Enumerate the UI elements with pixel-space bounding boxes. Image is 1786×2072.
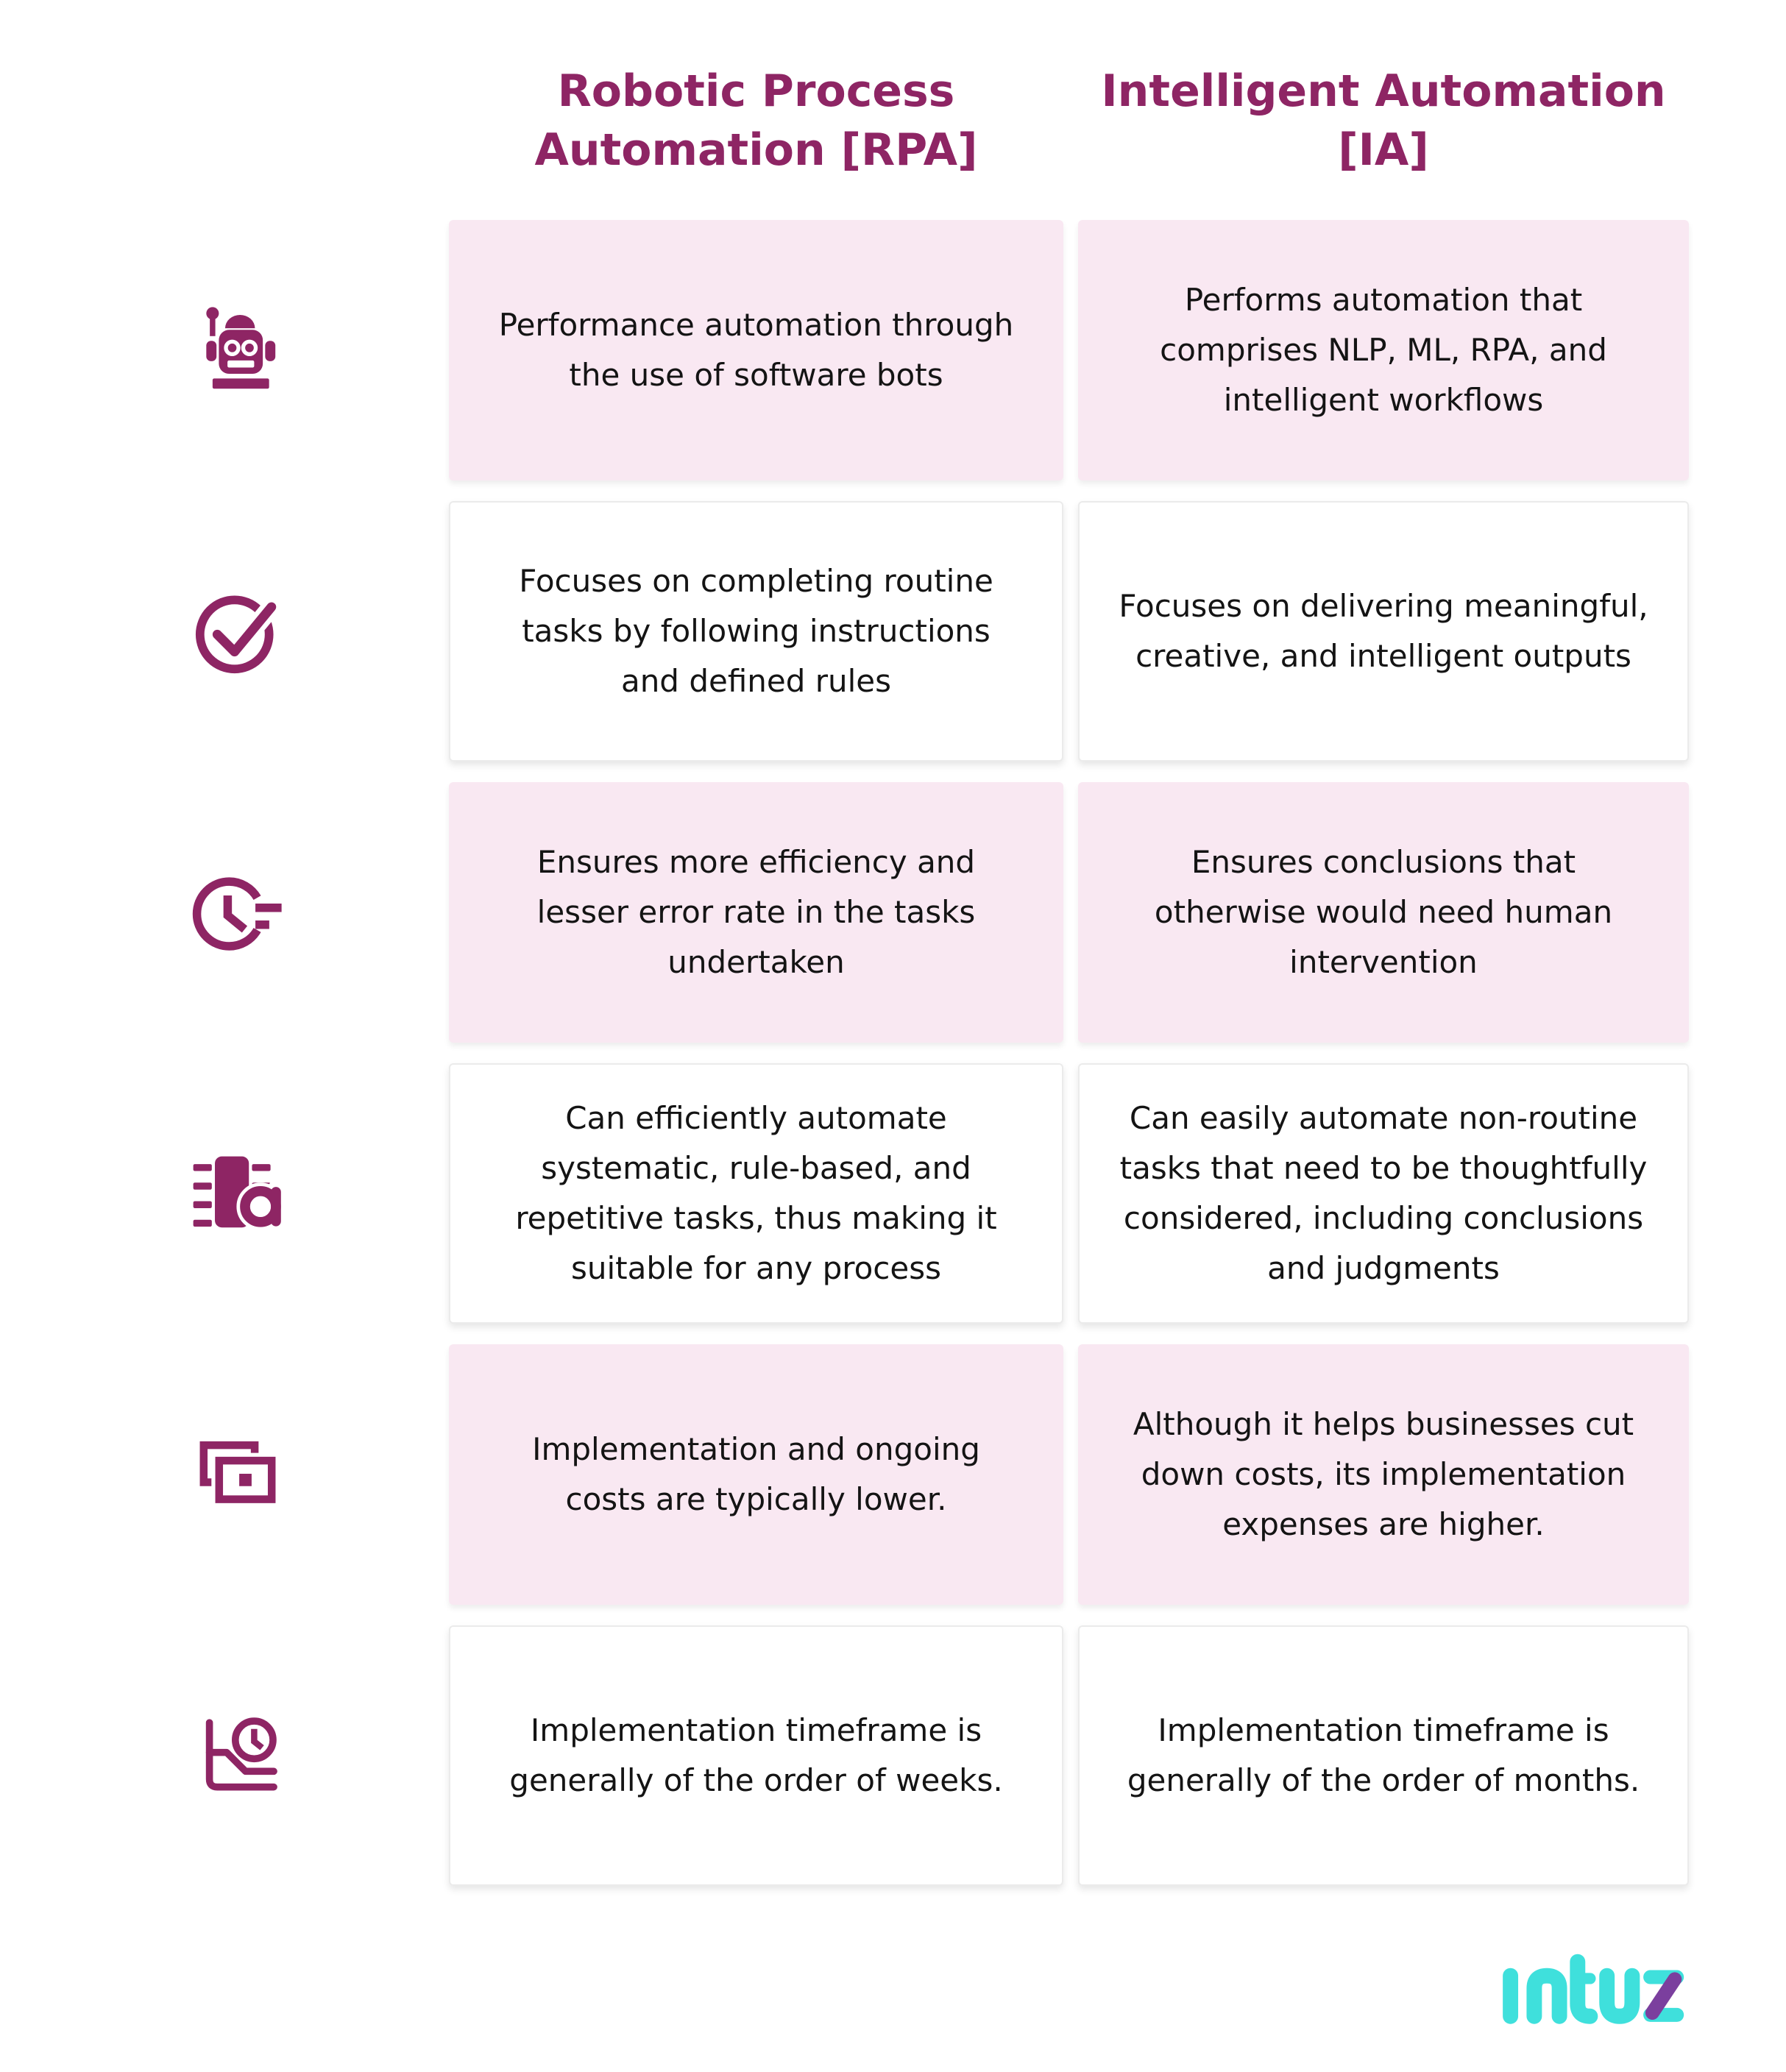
rpa-cell: Ensures more efficiency and lesser error… <box>449 781 1063 1043</box>
ia-cell: Can easily automate non-routine tasks th… <box>1078 1062 1689 1324</box>
row-icon-cell <box>0 1625 434 1886</box>
check-circle-icon <box>195 595 281 673</box>
ia-cell: Although it helps businesses cut down co… <box>1078 1344 1689 1605</box>
ia-cell: Performs automation that comprises NLP, … <box>1078 219 1689 480</box>
rpa-cell: Can efficiently automate systematic, rul… <box>449 1062 1063 1324</box>
rpa-cell: Focuses on completing routine tasks by f… <box>449 500 1063 762</box>
column-header-ia: Intelligent Automation [IA] <box>1101 65 1666 176</box>
footer <box>0 1886 1786 2037</box>
clock-efficiency-icon <box>192 876 282 951</box>
ia-cell: Ensures conclusions that otherwise would… <box>1078 781 1689 1043</box>
comparison-table: Robotic Process Automation [RPA] Intelli… <box>0 65 1689 1886</box>
rpa-cell: Implementation and ongoing costs are typ… <box>449 1344 1063 1605</box>
rpa-cell: Implementation timeframe is generally of… <box>449 1625 1063 1886</box>
row-icon-cell <box>0 501 434 762</box>
intuz-logo <box>1503 1954 1684 2024</box>
row-icon-cell <box>0 1344 434 1605</box>
timeframe-chart-icon <box>205 1715 278 1791</box>
ia-cell: Focuses on delivering meaningful, creati… <box>1078 500 1689 762</box>
column-header-rpa: Robotic Process Automation [RPA] <box>534 65 978 176</box>
overlapping-windows-icon <box>199 1441 280 1507</box>
rpa-cell: Performance automation through the use o… <box>449 219 1063 480</box>
row-icon-cell <box>0 782 434 1043</box>
row-icon-cell <box>0 1063 434 1324</box>
row-icon-cell <box>0 220 434 480</box>
robot-icon <box>205 306 275 388</box>
ia-cell: Implementation timeframe is generally of… <box>1078 1625 1689 1886</box>
chip-automation-icon <box>193 1156 286 1232</box>
